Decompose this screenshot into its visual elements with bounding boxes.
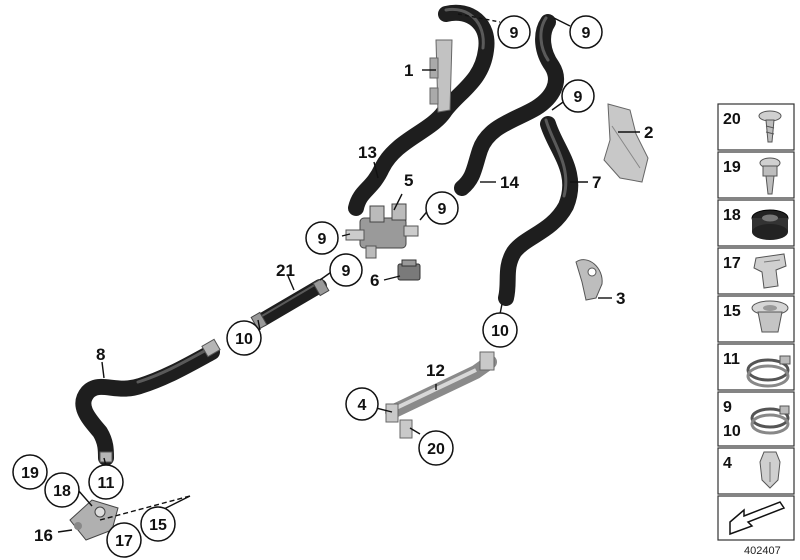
svg-text:15: 15 (149, 517, 167, 534)
bracket-1 (429, 39, 453, 113)
hose-14 (454, 14, 564, 196)
svg-text:18: 18 (53, 483, 71, 500)
svg-text:9: 9 (438, 201, 447, 218)
circled-callout-9-d: 9 (305, 221, 339, 255)
legend-label-20: 20 (723, 111, 741, 128)
svg-text:9: 9 (342, 263, 351, 280)
legend-label-9: 9 (723, 399, 732, 416)
bracket-2 (603, 103, 649, 183)
stud-screw-icon (759, 157, 781, 195)
arrow-icon[interactable] (729, 501, 786, 536)
circled-callout-9-a: 9 (497, 15, 531, 49)
screw-icon (758, 110, 782, 143)
legend-cell-20 (717, 103, 795, 151)
legend-cell-19 (717, 151, 795, 199)
legend-label-11: 11 (723, 351, 740, 368)
circled-callout-11: 11 (88, 464, 124, 500)
expanding-rivet-icon (751, 300, 789, 333)
holder-3 (575, 259, 603, 301)
callout-7: 7 (592, 173, 601, 192)
legend-label-19: 19 (723, 159, 741, 176)
callout-6: 6 (370, 271, 379, 290)
hose-21 (250, 277, 330, 331)
callout-2: 2 (644, 123, 653, 142)
svg-text:17: 17 (115, 533, 133, 550)
pipe-12 (385, 351, 497, 439)
callout-3: 3 (616, 289, 625, 308)
callout-21: 21 (276, 261, 295, 280)
hose-13 (348, 4, 495, 216)
legend-label-4: 4 (723, 455, 732, 472)
hose-clamp-icon (750, 405, 790, 435)
part-16 (69, 499, 119, 541)
svg-text:10: 10 (491, 323, 509, 340)
callout-16: 16 (34, 526, 53, 545)
svg-text:9: 9 (574, 89, 583, 106)
legend-label-17: 17 (723, 255, 741, 272)
callout-13: 13 (358, 143, 377, 162)
callout-1: 1 (404, 61, 413, 80)
hose-8 (75, 338, 221, 466)
legend-label-10: 10 (723, 423, 741, 440)
callout-12: 12 (426, 361, 445, 380)
svg-text:9: 9 (318, 231, 327, 248)
svg-text:9: 9 (582, 25, 591, 42)
circled-callout-4: 4 (345, 387, 379, 421)
circled-callout-17: 17 (106, 522, 142, 558)
callout-8: 8 (96, 345, 105, 364)
callout-5: 5 (404, 171, 413, 190)
callout-14: 14 (500, 173, 519, 192)
circled-callout-10-b: 10 (482, 312, 518, 348)
svg-text:4: 4 (358, 397, 367, 414)
svg-text:9: 9 (510, 25, 519, 42)
legend-cell-4 (717, 447, 795, 495)
clip-nut-icon (753, 253, 787, 289)
svg-text:19: 19 (21, 465, 39, 482)
circled-callout-9-c: 9 (561, 79, 595, 113)
legend-label-15: 15 (723, 303, 741, 320)
circled-callout-9-b: 9 (569, 15, 603, 49)
diagram-id: 402407 (744, 545, 781, 557)
svg-text:20: 20 (427, 441, 445, 458)
svg-text:10: 10 (235, 331, 253, 348)
circled-callout-15: 15 (140, 506, 176, 542)
hose-7 (498, 116, 579, 306)
circled-callout-20: 20 (418, 430, 454, 466)
circled-callout-10-a: 10 (226, 320, 262, 356)
circled-callout-9-f: 9 (329, 253, 363, 287)
circled-callout-9-e: 9 (425, 191, 459, 225)
grommet-icon (751, 209, 789, 240)
connector-6 (397, 259, 421, 281)
circled-callout-18: 18 (44, 472, 80, 508)
circled-callout-19: 19 (12, 454, 48, 490)
hose-clamp-icon (746, 355, 791, 388)
legend-label-18: 18 (723, 207, 741, 224)
parts-legend: 20 19 18 17 (717, 103, 795, 557)
svg-text:11: 11 (98, 475, 115, 492)
push-clip-icon (759, 451, 781, 489)
